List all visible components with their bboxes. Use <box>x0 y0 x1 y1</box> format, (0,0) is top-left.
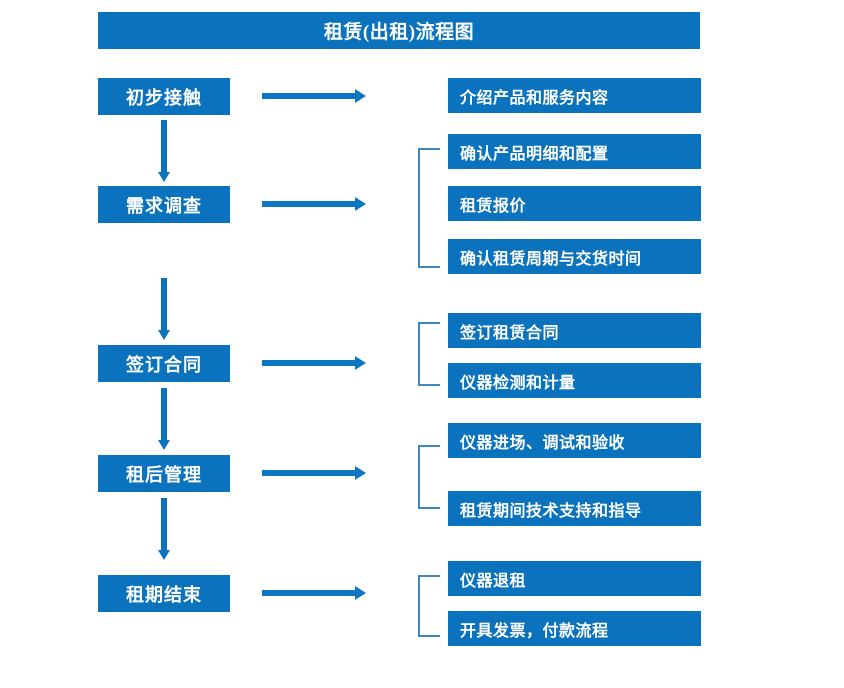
arrow-head <box>158 172 170 182</box>
flow-arrow-down-3 <box>158 388 170 450</box>
stage-box-4[interactable]: 租后管理 <box>98 455 230 492</box>
detail-box-2-2[interactable]: 租赁报价 <box>448 186 701 221</box>
arrow-head <box>158 330 170 340</box>
detail-box-5-2[interactable]: 开具发票，付款流程 <box>448 611 701 646</box>
flow-arrow-right-5 <box>262 586 366 600</box>
stage-box-3[interactable]: 签订合同 <box>98 345 230 382</box>
group-bracket-2 <box>418 148 440 268</box>
arrow-shaft <box>161 498 167 550</box>
arrow-shaft <box>262 360 356 366</box>
detail-box-3-2[interactable]: 仪器检测和计量 <box>448 363 701 398</box>
detail-box-2-3[interactable]: 确认租赁周期与交货时间 <box>448 239 701 274</box>
detail-box-1-1[interactable]: 介绍产品和服务内容 <box>448 78 701 113</box>
flow-arrow-right-1 <box>262 89 366 103</box>
arrow-head <box>355 586 366 600</box>
arrow-head <box>355 466 366 480</box>
arrow-shaft <box>161 278 167 330</box>
group-bracket-3 <box>418 322 440 386</box>
detail-box-4-1[interactable]: 仪器进场、调试和验收 <box>448 423 701 458</box>
arrow-shaft <box>262 590 356 596</box>
arrow-head <box>158 440 170 450</box>
arrow-shaft <box>262 93 356 99</box>
group-bracket-5 <box>418 575 440 637</box>
flow-arrow-down-4 <box>158 498 170 560</box>
flow-arrow-right-3 <box>262 356 366 370</box>
arrow-shaft <box>161 388 167 440</box>
detail-box-2-1[interactable]: 确认产品明细和配置 <box>448 134 701 169</box>
arrow-head <box>158 550 170 560</box>
flow-arrow-right-4 <box>262 466 366 480</box>
detail-box-4-2[interactable]: 租赁期间技术支持和指导 <box>448 491 701 526</box>
flow-arrow-down-1 <box>158 120 170 182</box>
chart-title: 租赁(出租)流程图 <box>98 12 700 49</box>
arrow-head <box>355 197 366 211</box>
stage-box-5[interactable]: 租期结束 <box>98 575 230 612</box>
flow-arrow-down-2 <box>158 278 170 340</box>
arrow-shaft <box>262 201 356 207</box>
stage-box-1[interactable]: 初步接触 <box>98 78 230 115</box>
detail-box-3-1[interactable]: 签订租赁合同 <box>448 313 701 348</box>
group-bracket-4 <box>418 445 440 509</box>
stage-box-2[interactable]: 需求调查 <box>98 186 230 223</box>
detail-box-5-1[interactable]: 仪器退租 <box>448 561 701 596</box>
arrow-head <box>355 89 366 103</box>
flow-arrow-right-2 <box>262 197 366 211</box>
arrow-shaft <box>161 120 167 172</box>
arrow-shaft <box>262 470 356 476</box>
arrow-head <box>355 356 366 370</box>
